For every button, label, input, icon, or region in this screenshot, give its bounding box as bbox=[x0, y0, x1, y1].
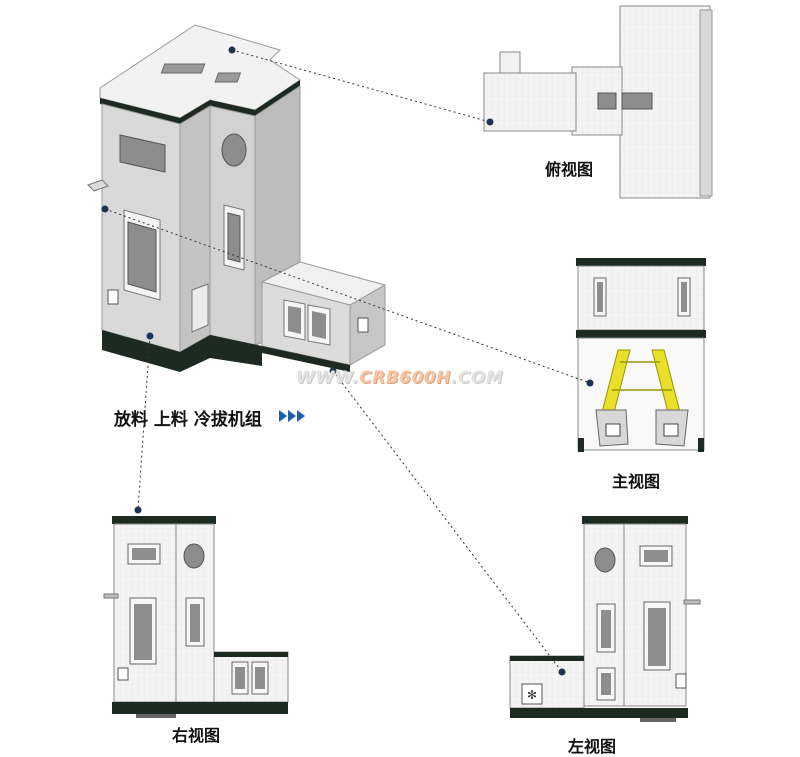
right-view-drawing bbox=[103, 516, 289, 718]
watermark: WWW.CRB600H.COM bbox=[296, 368, 503, 388]
watermark-suffix: .COM bbox=[451, 368, 504, 388]
anchor-dots bbox=[101, 46, 594, 676]
anchor-dot bbox=[586, 379, 594, 387]
connector-lines bbox=[104, 49, 591, 673]
left-view-label: 左视图 bbox=[568, 737, 617, 756]
anchor-dot bbox=[146, 332, 154, 340]
top-view-label: 俯视图 bbox=[545, 160, 594, 179]
connector-front-view bbox=[104, 208, 591, 384]
watermark-prefix: WWW. bbox=[296, 368, 360, 388]
main-title: 放料 上料 冷拔机组 bbox=[114, 410, 262, 430]
top-view-drawing bbox=[483, 5, 713, 199]
isometric-model bbox=[87, 24, 387, 372]
anchor-dot bbox=[101, 205, 109, 213]
right-view-label: 右视图 bbox=[172, 726, 221, 745]
watermark-brand: CRB600H bbox=[359, 368, 451, 388]
anchor-dot bbox=[134, 506, 142, 514]
front-view-drawing bbox=[576, 258, 706, 452]
anchor-dot bbox=[558, 668, 566, 676]
connector-left-view bbox=[332, 370, 563, 673]
svg-text:✻: ✻ bbox=[527, 688, 537, 702]
anchor-dot bbox=[486, 118, 494, 126]
anchor-dot bbox=[228, 46, 236, 54]
left-view-drawing: ✻ bbox=[509, 516, 701, 722]
front-view-label: 主视图 bbox=[612, 472, 661, 491]
connector-right-view bbox=[137, 335, 151, 511]
triple-arrow-icon bbox=[279, 410, 305, 422]
anchor-dot bbox=[329, 367, 337, 375]
